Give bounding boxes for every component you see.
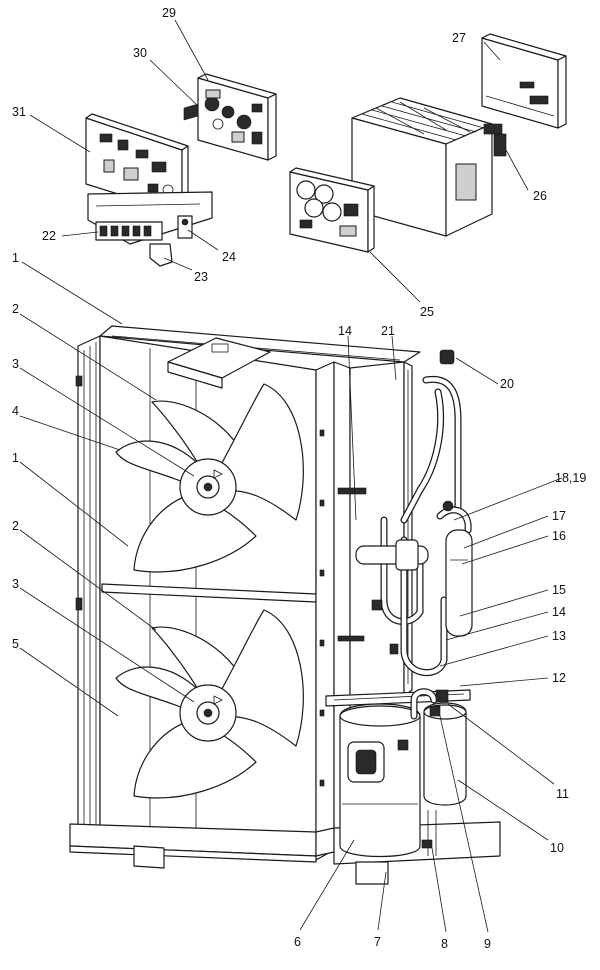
callout-10: 10 [550, 841, 564, 855]
condenser-coil-part-4-5 [75, 335, 101, 847]
callout-12: 12 [552, 671, 566, 685]
callout-3-upper: 3 [12, 357, 19, 371]
callout-2-upper: 2 [12, 302, 19, 316]
main-pcb-part-31 [85, 113, 213, 267]
callout-14-upper: 14 [338, 324, 352, 338]
cover-panel-part-27 [481, 33, 567, 129]
fan-blade-part-2-lower [115, 609, 304, 799]
callout-24: 24 [222, 250, 236, 264]
callout-31: 31 [12, 105, 26, 119]
callout-5: 5 [12, 637, 19, 651]
callout-27: 27 [452, 31, 466, 45]
callout-1-lower: 1 [12, 451, 19, 465]
callout-26: 26 [533, 189, 547, 203]
callout-25: 25 [420, 305, 434, 319]
callout-labels: 29 30 27 31 26 22 24 23 25 1 2 14 21 20 … [12, 6, 586, 951]
outdoor-unit-main [69, 325, 501, 885]
callout-9: 9 [484, 937, 491, 951]
compressor-part-6 [339, 703, 421, 858]
callout-14-lower: 14 [552, 605, 566, 619]
terminal-block-part-22 [95, 221, 163, 241]
callout-18-19: 18,19 [555, 471, 586, 485]
callout-7: 7 [374, 935, 381, 949]
callout-21: 21 [381, 324, 395, 338]
callout-15: 15 [552, 583, 566, 597]
callout-2-lower: 2 [12, 519, 19, 533]
callout-17: 17 [552, 509, 566, 523]
callout-6: 6 [294, 935, 301, 949]
control-board-part-29-30 [183, 73, 277, 161]
fan-blade-part-2-upper [115, 383, 304, 573]
callout-3-lower: 3 [12, 577, 19, 591]
callout-30: 30 [133, 46, 147, 60]
callout-20: 20 [500, 377, 514, 391]
callout-22: 22 [42, 229, 56, 243]
capacitor-pcb-part-25 [289, 167, 375, 253]
callout-16: 16 [552, 529, 566, 543]
leader-lines [19, 19, 563, 933]
callout-29: 29 [162, 6, 176, 20]
callout-11: 11 [556, 787, 569, 801]
callout-8: 8 [441, 937, 448, 951]
callout-1-upper: 1 [12, 251, 19, 265]
callout-13: 13 [552, 629, 566, 643]
callout-23: 23 [194, 270, 208, 284]
tank-part-10 [423, 702, 467, 806]
electric-box-part-26 [351, 97, 507, 237]
callout-4: 4 [12, 404, 19, 418]
